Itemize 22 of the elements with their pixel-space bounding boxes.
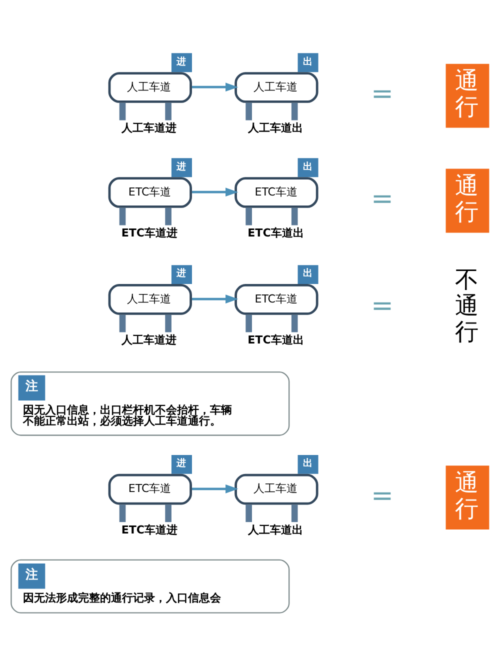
node-label: 人工车道进	[122, 121, 177, 134]
node-box: 通行	[446, 466, 490, 530]
node-label: 人工车道出	[248, 121, 304, 134]
node-label: ETC车道出	[248, 226, 304, 240]
node-text: 不通行	[455, 266, 480, 346]
node-box: 通行	[446, 168, 490, 233]
node-box: 通行	[446, 64, 490, 128]
node-box: 注 因无入口信息，出口栏杆机不会抬杆，车辆不能正常出站，必须选择人工车道通行。	[10, 371, 290, 436]
label: =	[370, 290, 394, 322]
node-label: ETC车道出	[248, 333, 304, 346]
label: =	[370, 78, 394, 110]
node-label: 人工车道进	[122, 333, 177, 346]
node-label: 人工车道出	[248, 523, 304, 536]
arrow	[192, 82, 238, 92]
node-box: 注 因无法形成完整的通行记录，入口信息会	[10, 559, 290, 614]
node-label: ETC车道进	[121, 226, 178, 240]
label: =	[370, 184, 394, 215]
node-label: ETC车道进	[121, 523, 178, 536]
label: =	[370, 480, 394, 512]
arrow	[192, 484, 238, 494]
arrow	[192, 188, 238, 197]
arrow	[192, 294, 238, 304]
